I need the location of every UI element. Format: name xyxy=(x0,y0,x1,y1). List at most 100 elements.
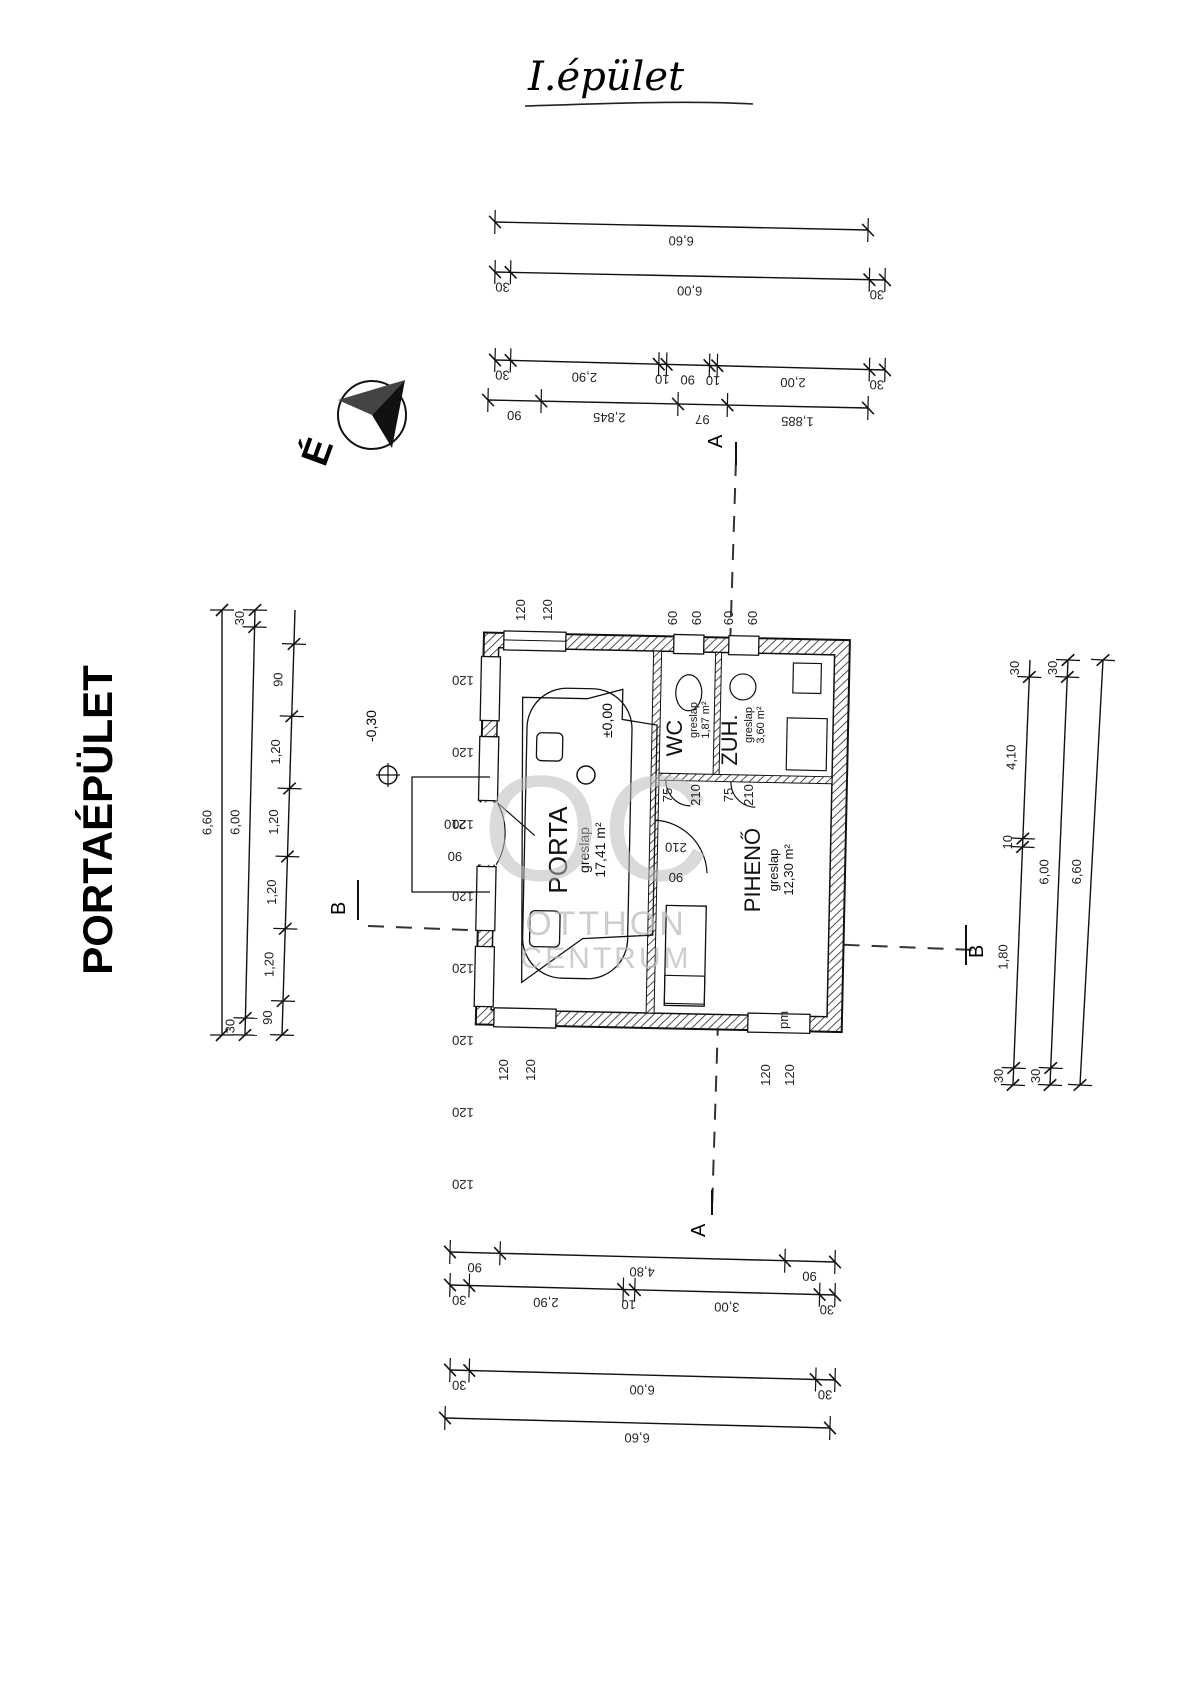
dim-window-left-label: 120 xyxy=(452,961,474,976)
watermark-logo: OC OTTHON CENTRUM xyxy=(483,744,711,975)
room-wc-name: WC xyxy=(662,720,687,757)
dim-top-2: 30 6,00 30 xyxy=(488,259,892,303)
dim-top-3-label: 90 xyxy=(680,372,695,387)
dim-top-4-label: 90 xyxy=(507,408,522,423)
dim-bottom-2-label: 30 xyxy=(820,1302,835,1317)
dim-window-zuh-label: 60 xyxy=(745,611,760,625)
dim-left-2-label: 30 xyxy=(223,1019,238,1033)
dim-window-left-label: 120 xyxy=(452,1033,474,1048)
dim-door-inner-label: 210 xyxy=(665,840,687,855)
dim-left-3-label: 1,20 xyxy=(264,880,279,905)
compass-icon: É xyxy=(292,380,407,471)
dimension-chains: 6,60 30 6,00 30 30 2,90 10 90 10 2,00 30 90 2,845 97 1… xyxy=(199,209,1116,1446)
dim-right-3-label: 10 xyxy=(1000,835,1015,849)
dim-door-inner-label: 90 xyxy=(669,870,684,885)
dim-window-zuh-label: 60 xyxy=(721,611,736,625)
dim-bottom-4-label: 6,60 xyxy=(624,1430,650,1445)
dim-top-3-label: 30 xyxy=(869,377,884,392)
room-zuh: ZUH. greslap 3,60 m² xyxy=(717,706,767,766)
dim-bottom-3-label: 30 xyxy=(818,1387,833,1402)
level-inside: ±0,00 xyxy=(599,703,615,738)
dim-bottom-1-label: 4,80 xyxy=(629,1264,655,1279)
building-label: PORTAÉPÜLET xyxy=(74,665,121,975)
dim-bottom-2-label: 3,00 xyxy=(714,1300,740,1315)
level-marks: -0,30 ±0,00 xyxy=(363,703,615,893)
dim-window-left-label: 120 xyxy=(452,1177,474,1192)
dim-bottom-1-label: 90 xyxy=(467,1260,482,1275)
dim-top-1: 6,60 xyxy=(488,209,875,249)
dim-bottom-4: 6,60 xyxy=(438,1405,837,1446)
section-mark-a-top: A xyxy=(705,434,727,448)
room-zuh-area: 3,60 m² xyxy=(755,706,767,744)
dim-bottom-3-label: 6,00 xyxy=(629,1382,655,1397)
dim-top-3-label: 2,90 xyxy=(572,370,598,385)
dim-window-top-label: 120 xyxy=(513,599,528,621)
dim-window-left-label: 120 xyxy=(452,673,474,688)
dim-right-3-label: 30 xyxy=(1007,661,1022,675)
dim-top-4-label: 97 xyxy=(695,412,710,427)
dim-door-zuh-label: 75 xyxy=(721,788,736,802)
dim-window-left-label: 120 xyxy=(452,745,474,760)
dim-door-wc-label: 75 xyxy=(660,788,675,802)
dim-bottom-1-label: 90 xyxy=(802,1269,817,1284)
dim-left-3-label: 1,20 xyxy=(266,809,281,834)
dim-window-top-label: 120 xyxy=(540,599,555,621)
dim-right-3-label: 30 xyxy=(991,1069,1006,1083)
dim-top-2-label: 6,00 xyxy=(677,283,703,298)
title-text: I.épület xyxy=(527,54,685,100)
watermark-line1: OTTHON xyxy=(525,905,687,943)
room-porta-floor: greslap xyxy=(576,827,592,873)
room-piheno-name: PIHENŐ xyxy=(740,828,765,912)
dim-window-left-label: 120 xyxy=(452,1105,474,1120)
level-outside: -0,30 xyxy=(363,710,379,742)
room-porta: PORTA greslap 17,41 m² xyxy=(543,806,608,894)
dim-top-4-label: 2,845 xyxy=(593,410,626,426)
dim-top-1-label: 6,60 xyxy=(668,233,694,248)
room-wc-area: 1,87 m² xyxy=(700,701,712,739)
dim-window-bottom-right-label: 120 xyxy=(782,1064,797,1086)
dim-window-zuh: 60 60 xyxy=(721,611,760,625)
room-piheno: PIHENŐ greslap 12,30 m² xyxy=(740,828,796,912)
dim-top-2-label: 30 xyxy=(495,280,510,295)
dim-window-wc-label: 60 xyxy=(665,611,680,625)
room-porta-name: PORTA xyxy=(543,806,573,894)
dim-top-4-label: 1,885 xyxy=(781,414,814,430)
dim-left-3-label: 1,20 xyxy=(268,739,283,764)
dim-right-2-label: 30 xyxy=(1028,1069,1043,1083)
dim-top-2-label: 30 xyxy=(870,287,885,302)
dim-top-3-label: 2,00 xyxy=(780,375,806,390)
dim-left-2-label: 30 xyxy=(232,611,247,625)
dim-window-top: 120 120 xyxy=(513,599,555,621)
dim-right-1-label: 6,60 xyxy=(1069,859,1084,884)
room-zuh-floor: greslap xyxy=(743,707,755,743)
section-marks: A A B B xyxy=(328,434,988,1237)
dim-bottom-2-label: 30 xyxy=(452,1293,467,1308)
dim-window-wc-label: 60 xyxy=(689,611,704,625)
section-mark-b-left: B xyxy=(328,902,350,915)
dim-top-3-label: 30 xyxy=(495,368,510,383)
room-zuh-name: ZUH. xyxy=(717,714,742,765)
dim-left-1-label: 6,60 xyxy=(199,810,214,835)
room-piheno-area: 12,30 m² xyxy=(781,844,796,896)
dim-left-3-label: 90 xyxy=(260,1010,275,1024)
dim-bottom-2-label: 10 xyxy=(621,1297,636,1312)
building-walls xyxy=(473,630,851,1035)
dim-window-wc: 60 60 xyxy=(665,611,704,625)
room-wc: WC greslap 1,87 m² xyxy=(662,701,712,756)
watermark-line2: CENTRUM xyxy=(521,942,692,975)
room-piheno-floor: greslap xyxy=(766,849,781,892)
dim-door-zuh-label: 210 xyxy=(741,784,756,806)
dim-door-inner: 210 90 xyxy=(665,840,687,885)
dim-top-3-label: 10 xyxy=(655,372,670,387)
dim-bottom-2-label: 2,90 xyxy=(533,1295,559,1310)
dim-door-entry-label: 210 xyxy=(444,817,466,832)
dim-window-left-label: 120 xyxy=(452,817,474,832)
